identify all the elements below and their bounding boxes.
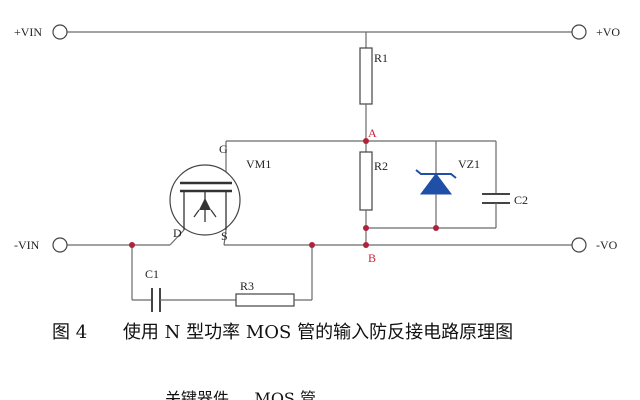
- gate-label: G: [219, 142, 228, 156]
- junction-a: [363, 138, 369, 144]
- mosfet-diode-right: [210, 209, 217, 218]
- vin-neg-terminal: [52, 237, 68, 253]
- node-a-label: A: [368, 126, 377, 140]
- mosfet-arrow: [199, 198, 211, 210]
- vin-neg-label: -VIN: [14, 238, 40, 252]
- junction-zener-bottom: [433, 225, 439, 231]
- r3-resistor: [235, 293, 295, 307]
- cut-off-text: 关键器件 ... MOS 管: [165, 389, 316, 400]
- zener-diode-triangle: [420, 173, 452, 195]
- vz1-label: VZ1: [458, 157, 480, 171]
- junction-r3: [309, 242, 315, 248]
- c2-label: C2: [514, 193, 528, 207]
- vo-pos-terminal: [571, 24, 587, 40]
- junction-b: [363, 242, 369, 248]
- drain-connect: [169, 229, 185, 246]
- vo-neg-terminal: [571, 237, 587, 253]
- r1-label: R1: [374, 51, 388, 65]
- vm1-label: VM1: [246, 157, 271, 171]
- figure-number: 图 4: [52, 322, 88, 343]
- vin-pos-terminal: [52, 24, 68, 40]
- vo-neg-label: -VO: [596, 238, 618, 252]
- mosfet-diode-left: [193, 209, 200, 218]
- zener-diode-bar: [415, 169, 457, 179]
- r3-label: R3: [240, 279, 254, 293]
- r1-resistor: [359, 47, 373, 105]
- vin-pos-label: +VIN: [14, 25, 42, 39]
- r2-resistor: [359, 151, 373, 211]
- vo-pos-label: +VO: [596, 25, 620, 39]
- junction-c1: [129, 242, 135, 248]
- node-b-label: B: [368, 251, 376, 265]
- c1-label: C1: [145, 267, 159, 281]
- source-label: S: [221, 229, 228, 243]
- drain-label: D: [173, 226, 182, 240]
- source-connect: [223, 229, 227, 246]
- junction-r2-bottom: [363, 225, 369, 231]
- r2-label: R2: [374, 159, 388, 173]
- figure-caption: 图 4 使用 N 型功率 MOS 管的输入防反接电路原理图: [52, 318, 513, 344]
- figure-title: 使用 N 型功率 MOS 管的输入防反接电路原理图: [122, 322, 514, 343]
